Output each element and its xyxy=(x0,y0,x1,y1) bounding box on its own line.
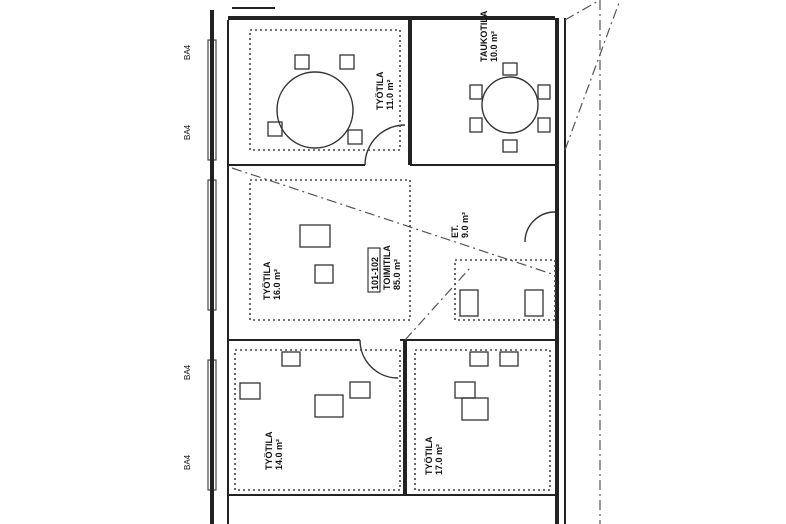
svg-text:17.0 m²: 17.0 m² xyxy=(434,444,444,475)
svg-text:TYÖTILA: TYÖTILA xyxy=(264,431,274,470)
svg-text:85.0 m²: 85.0 m² xyxy=(392,259,402,290)
room-labels: TYÖTILA 11.0 m² TAUKOTILA 10.0 m² 101-10… xyxy=(262,10,499,475)
grid-markers: BA4 BA4 BA4 BA4 xyxy=(183,44,192,470)
room-label-tyotila-17: TYÖTILA 17.0 m² xyxy=(424,436,444,475)
room-label-toimitila: 101-102 TOIMITILA 85.0 m² xyxy=(367,245,402,293)
svg-text:10.0 m²: 10.0 m² xyxy=(489,31,499,62)
grid-label: BA4 xyxy=(183,364,192,380)
grid-label: BA4 xyxy=(183,44,192,60)
svg-text:TAUKOTILA: TAUKOTILA xyxy=(479,10,489,62)
svg-text:TYÖTILA: TYÖTILA xyxy=(262,261,272,300)
svg-text:TYÖTILA: TYÖTILA xyxy=(424,436,434,475)
svg-text:TYÖTILA: TYÖTILA xyxy=(375,71,385,110)
grid-label: BA4 xyxy=(183,454,192,470)
svg-text:9.0 m²: 9.0 m² xyxy=(460,212,470,238)
svg-text:14.0 m²: 14.0 m² xyxy=(274,439,284,470)
svg-text:TOIMITILA: TOIMITILA xyxy=(382,245,392,290)
outer-walls xyxy=(210,0,621,524)
svg-text:11.0 m²: 11.0 m² xyxy=(385,79,395,110)
svg-text:ET.: ET. xyxy=(450,225,460,238)
windows xyxy=(207,39,217,491)
room-label-tyotila-11: TYÖTILA 11.0 m² xyxy=(375,71,395,110)
unit-id: 101-102 xyxy=(370,257,380,290)
room-label-et: ET. 9.0 m² xyxy=(450,212,470,238)
grid-label: BA4 xyxy=(183,124,192,140)
room-label-taukotila: TAUKOTILA 10.0 m² xyxy=(479,10,499,62)
svg-text:16.0 m²: 16.0 m² xyxy=(272,269,282,300)
room-label-tyotila-14: TYÖTILA 14.0 m² xyxy=(264,431,284,470)
room-label-tyotila-16: TYÖTILA 16.0 m² xyxy=(262,261,282,300)
furniture xyxy=(239,54,551,421)
interior-walls xyxy=(228,18,556,496)
